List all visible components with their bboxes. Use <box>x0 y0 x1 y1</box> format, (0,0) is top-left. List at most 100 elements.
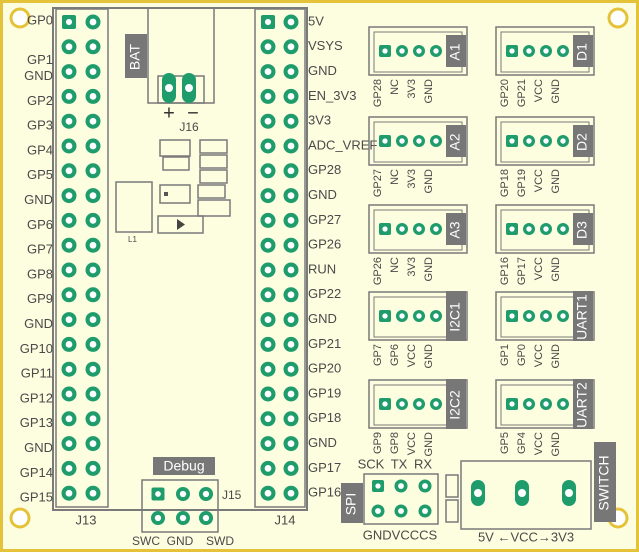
pad-hole <box>264 266 272 274</box>
pad-hole <box>416 226 422 232</box>
pad-hole <box>89 341 97 348</box>
pad-hole <box>65 68 73 75</box>
pad-hole <box>287 465 295 472</box>
pad-hole <box>287 291 295 299</box>
pin-label: VSYS <box>308 38 343 53</box>
pad-hole <box>65 341 73 348</box>
pad-hole <box>154 514 162 522</box>
connector-pin-label: VCC <box>533 169 545 192</box>
connector-pin-label: GND <box>550 432 562 457</box>
pad-hole <box>65 489 73 497</box>
connector-tag-text: D3 <box>574 221 590 239</box>
battery-notch <box>157 75 205 104</box>
pad-hole <box>287 192 295 199</box>
connector-pin-label: 3V3 <box>406 79 418 99</box>
pad-hole <box>89 266 97 274</box>
pad-hole <box>416 138 422 144</box>
pad-hole <box>543 138 549 144</box>
connector-tag <box>573 35 593 67</box>
pin-label: GP4 <box>27 142 53 157</box>
spi-bottom-label: GNDVCCCS <box>363 527 438 542</box>
pin-label: GP10 <box>20 341 53 356</box>
spi-tag-text: SPI <box>343 493 359 516</box>
pad-hole <box>89 316 97 323</box>
pad-hole <box>560 313 566 319</box>
pad-hole <box>287 266 295 274</box>
pad-hole <box>264 68 272 75</box>
pin-label: GP7 <box>27 242 53 257</box>
pad-hole <box>89 241 97 249</box>
pad-hole <box>565 489 573 497</box>
pad-hole <box>422 508 428 514</box>
pad-hole <box>416 313 422 319</box>
pin-label: GND <box>24 192 53 207</box>
connector-pin-label: 3V3 <box>406 257 418 277</box>
pad-hole <box>65 291 73 299</box>
spi-top-label: TX <box>391 456 408 471</box>
pad-hole <box>264 341 272 348</box>
spi-top-label: RX <box>414 456 432 471</box>
pad-hole <box>526 138 532 144</box>
connector-outline <box>368 204 468 254</box>
pad-hole <box>65 316 73 323</box>
connector-tag-text: A2 <box>447 133 463 150</box>
switch-cap <box>445 499 459 523</box>
pad-hole <box>382 138 388 144</box>
pad-hole <box>264 465 272 472</box>
pad-hole <box>399 226 405 232</box>
pad-hole <box>179 514 187 522</box>
pin-label: GP6 <box>27 217 53 232</box>
pad-hole <box>382 313 388 319</box>
pad-hole <box>474 489 482 497</box>
connector-outline <box>495 116 595 166</box>
pad-hole <box>89 217 97 224</box>
pin-label: GP15 <box>20 490 53 505</box>
pad-hole <box>543 401 549 407</box>
pad-hole <box>287 217 295 224</box>
pad-hole <box>287 440 295 447</box>
pad-hole <box>155 491 161 497</box>
pad-hole <box>433 226 439 232</box>
pin-label: GND <box>308 435 337 450</box>
plus-sign: + <box>163 102 175 124</box>
pad-hole <box>287 489 295 497</box>
connector-pin-label: GP19 <box>516 169 528 197</box>
connector-pin-label: GND <box>550 257 562 282</box>
smd-part <box>199 139 228 154</box>
pad-hole <box>264 142 272 150</box>
pin-label: GND <box>308 311 337 326</box>
pad-hole <box>65 43 73 51</box>
pad-hole <box>89 117 97 125</box>
pad-hole <box>509 48 515 54</box>
pad-hole <box>264 241 272 249</box>
spi-outline <box>363 473 439 525</box>
debug-label: SWD <box>206 534 234 548</box>
diode <box>157 215 204 234</box>
connector-tag <box>573 291 593 341</box>
pad-hole <box>526 313 532 319</box>
pad-hole <box>89 415 97 423</box>
pad-hole <box>202 490 210 498</box>
pad-hole <box>202 514 210 522</box>
pad-hole <box>65 390 73 398</box>
pad-hole <box>65 167 73 175</box>
pad-hole <box>264 18 272 26</box>
pin-label: GP2 <box>27 93 53 108</box>
pad-hole <box>264 316 272 323</box>
pad-hole <box>65 93 73 100</box>
pad-hole <box>65 465 73 472</box>
pad-hole <box>89 465 97 472</box>
pin-label: GND <box>308 187 337 202</box>
pin-label: GP0 <box>27 12 53 27</box>
pad-hole <box>509 313 515 319</box>
pad-hole <box>89 365 97 373</box>
connector-tag <box>446 291 466 341</box>
inductor <box>115 181 153 233</box>
debug-ref: J15 <box>222 488 242 502</box>
pad-hole <box>264 167 272 175</box>
connector-tag <box>446 213 466 245</box>
pad-hole <box>526 48 532 54</box>
pad-hole <box>89 489 97 497</box>
pad-hole <box>89 68 97 75</box>
